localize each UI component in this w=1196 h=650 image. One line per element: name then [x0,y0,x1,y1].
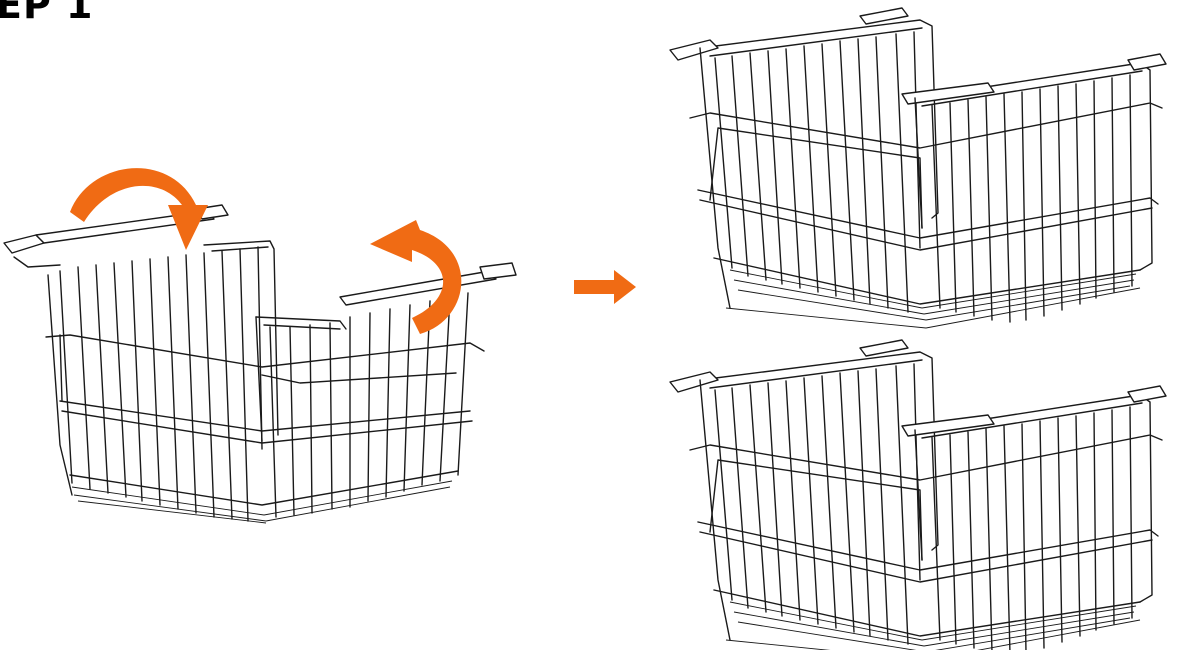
rotate-handle-arrow [370,220,461,334]
next-step-arrow [574,270,636,304]
rotate-handle-arrow [70,168,208,250]
basket-unfolded-b [670,340,1166,650]
basket-unfolded-a [670,8,1166,328]
